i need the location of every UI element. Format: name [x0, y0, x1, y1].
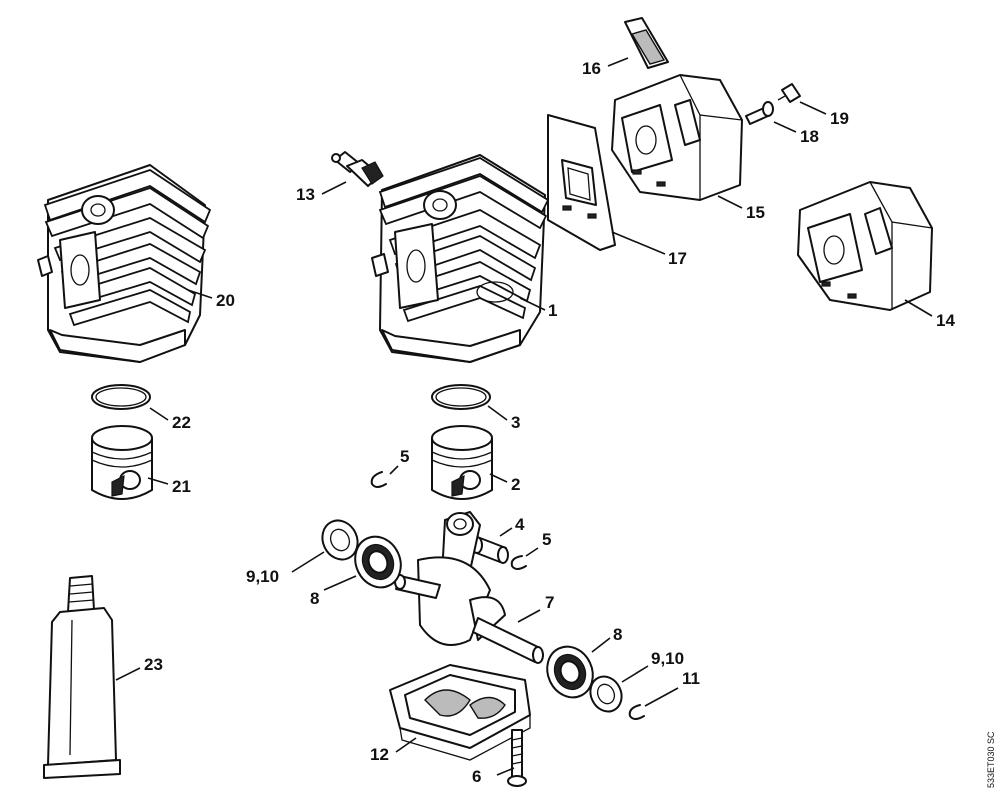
- callout-8-right: 8: [613, 625, 622, 644]
- muffler-cover-14: [797, 181, 933, 311]
- callout-4: 4: [515, 515, 525, 534]
- callout-12: 12: [370, 745, 389, 764]
- callout-13: 13: [296, 185, 315, 204]
- callout-2: 2: [511, 475, 520, 494]
- sealant-tube-23: [43, 575, 121, 779]
- cylinder-1: [371, 154, 550, 363]
- callout-6: 6: [472, 767, 481, 786]
- callout-18: 18: [800, 127, 819, 146]
- spark-plug-13: [331, 151, 384, 187]
- callout-14: 14: [936, 311, 955, 330]
- circlip-5b: [510, 555, 527, 570]
- crankcase-12: [389, 664, 531, 761]
- callout-5-upper: 5: [400, 447, 409, 466]
- callout-17: 17: [668, 249, 687, 268]
- callout-9-10-left: 9,10: [246, 567, 279, 586]
- leader-lines: [115, 57, 933, 776]
- callout-15: 15: [746, 203, 765, 222]
- cylinder-20: [37, 164, 212, 363]
- callout-labels: 1 2 3 4 5 5 6 7 8 8 9,10 9,10 11 12 13 1…: [144, 59, 955, 786]
- callout-20: 20: [216, 291, 235, 310]
- screw-18: [745, 101, 774, 125]
- muffler-15: [611, 74, 743, 201]
- piston-2: [431, 425, 493, 500]
- circlip-11: [628, 704, 645, 720]
- gasket-plate-17: [547, 114, 616, 251]
- plate-16: [624, 17, 669, 69]
- callout-11: 11: [682, 669, 700, 688]
- callout-9-10-right: 9,10: [651, 649, 684, 668]
- callout-8-left: 8: [310, 589, 319, 608]
- callout-7: 7: [545, 593, 554, 612]
- drawing-code: 533ET030 SC: [986, 731, 996, 788]
- circlip-5a: [370, 471, 387, 488]
- piston-ring-3: [431, 384, 491, 410]
- ball-bearing-8-right: [546, 645, 594, 699]
- callout-19: 19: [830, 109, 849, 128]
- oil-seal-9-10-left: [321, 519, 359, 561]
- piston-ring-22: [91, 384, 151, 410]
- callout-16: 16: [582, 59, 601, 78]
- crankshaft-7: [394, 511, 544, 664]
- clip-19: [777, 83, 801, 103]
- callout-21: 21: [172, 477, 191, 496]
- callout-5-lower: 5: [542, 530, 551, 549]
- oil-seal-9-10-right: [589, 675, 623, 713]
- piston-21: [91, 425, 153, 500]
- screw-6: [507, 729, 527, 787]
- callout-23: 23: [144, 655, 163, 674]
- ball-bearing-8-left: [354, 535, 402, 589]
- callout-22: 22: [172, 413, 191, 432]
- callout-1: 1: [548, 301, 557, 320]
- callout-3: 3: [511, 413, 520, 432]
